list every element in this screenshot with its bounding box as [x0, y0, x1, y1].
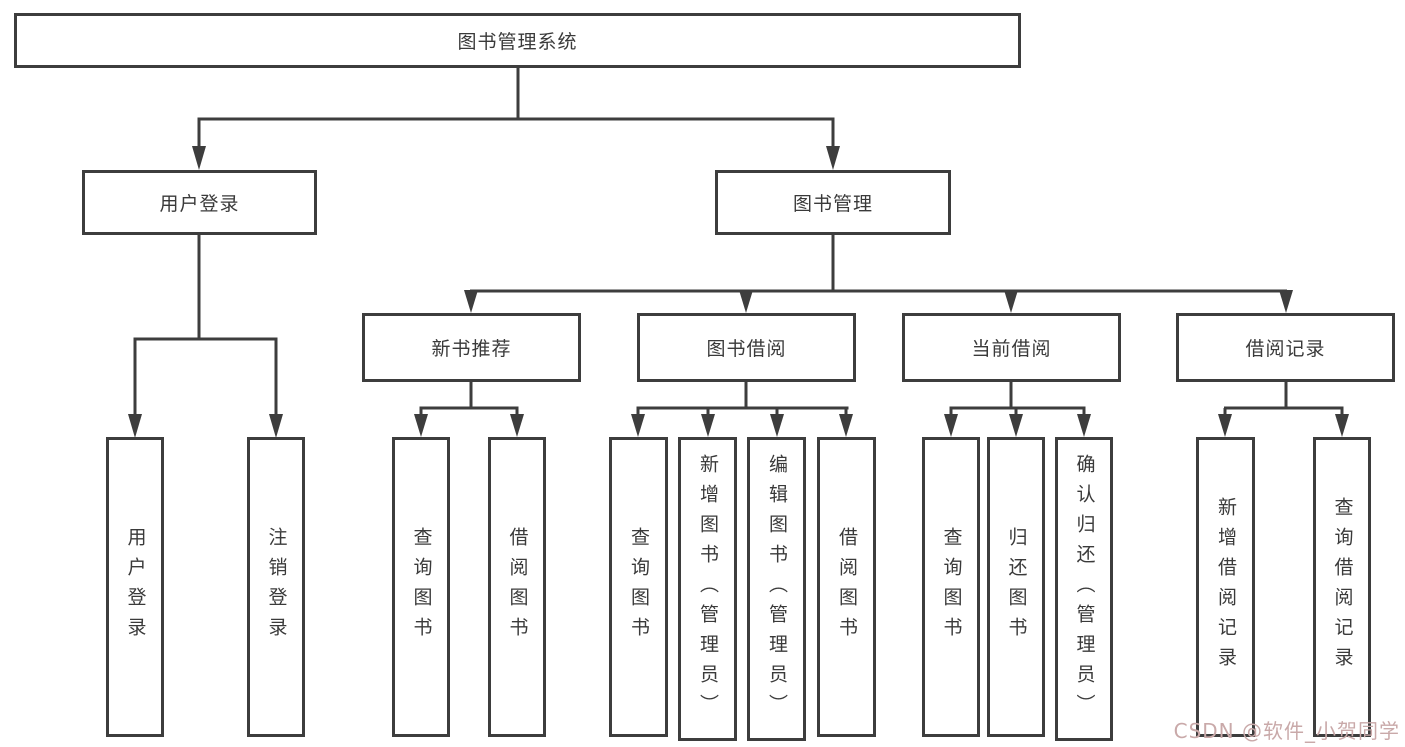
connector-root-to-level2	[192, 68, 840, 170]
node-book-management: 图书管理	[715, 170, 951, 235]
node-new-book-recommend: 新书推荐	[362, 313, 581, 382]
arrowhead-icon	[944, 414, 958, 437]
arrowhead-icon	[128, 414, 142, 438]
node-label: 查询图书	[410, 527, 433, 647]
node-label: 查询借阅记录	[1331, 497, 1354, 677]
connector-new-book-to-leaves	[414, 382, 524, 437]
arrowhead-icon	[1279, 290, 1293, 313]
node-label: 新增图书（管理员）	[697, 454, 719, 724]
node-label: 图书管理系统	[457, 31, 578, 53]
leaf-edit-books-admin: 编辑图书（管理员）	[747, 437, 806, 741]
connector-book-borrow-to-leaves	[631, 382, 853, 437]
node-label: 确认归还（管理员）	[1073, 454, 1096, 724]
arrowhead-icon	[631, 414, 645, 437]
leaf-query-books-2: 查询图书	[609, 437, 668, 737]
node-label: 当前借阅	[971, 338, 1052, 360]
csdn-watermark: CSDN @软件_小贺同学	[1173, 719, 1400, 743]
arrowhead-icon	[1009, 414, 1023, 437]
node-borrow-records: 借阅记录	[1176, 313, 1395, 382]
leaf-borrow-books-2: 借阅图书	[817, 437, 876, 737]
leaf-borrow-books-1: 借阅图书	[488, 437, 546, 737]
arrowhead-icon	[269, 414, 283, 438]
arrowhead-icon	[826, 146, 840, 170]
leaf-query-books-3: 查询图书	[922, 437, 980, 737]
connector-borrow-records-to-leaves	[1218, 382, 1349, 437]
arrowhead-icon	[1004, 290, 1018, 313]
node-label: 图书管理	[792, 193, 873, 215]
leaf-return-books: 归还图书	[987, 437, 1045, 737]
leaf-query-borrow-record: 查询借阅记录	[1313, 437, 1371, 737]
node-label: 新增借阅记录	[1215, 497, 1237, 677]
connector-book-mgmt-to-level3	[464, 235, 1293, 313]
arrowhead-icon	[1077, 414, 1091, 437]
node-label: 用户登录	[159, 193, 240, 215]
leaf-add-borrow-record: 新增借阅记录	[1196, 437, 1255, 737]
leaf-query-books-1: 查询图书	[392, 437, 450, 737]
leaf-add-books-admin: 新增图书（管理员）	[678, 437, 737, 741]
connector-user-login-to-leaves	[128, 235, 283, 438]
node-label: 新书推荐	[431, 338, 512, 360]
arrowhead-icon	[839, 414, 853, 437]
node-label: 归还图书	[1005, 527, 1028, 647]
node-current-borrow: 当前借阅	[902, 313, 1121, 382]
node-label: 查询图书	[628, 527, 650, 647]
arrowhead-icon	[510, 414, 524, 437]
arrowhead-icon	[770, 414, 784, 437]
arrowhead-icon	[701, 414, 715, 437]
arrowhead-icon	[1218, 414, 1232, 437]
node-label: 借阅图书	[506, 527, 529, 647]
node-label: 借阅图书	[836, 527, 858, 647]
arrowhead-icon	[464, 290, 478, 313]
node-label: 注销登录	[265, 527, 288, 647]
node-label: 查询图书	[940, 527, 963, 647]
arrowhead-icon	[192, 146, 206, 170]
arrowhead-icon	[414, 414, 428, 437]
node-user-login: 用户登录	[82, 170, 317, 235]
node-label: 图书借阅	[706, 338, 787, 360]
node-book-borrow: 图书借阅	[637, 313, 856, 382]
leaf-logout: 注销登录	[247, 437, 305, 737]
leaf-user-login: 用户登录	[106, 437, 164, 737]
node-library-management-system: 图书管理系统	[14, 13, 1021, 68]
arrowhead-icon	[739, 290, 753, 313]
node-label: 借阅记录	[1245, 338, 1326, 360]
leaf-confirm-return-admin: 确认归还（管理员）	[1055, 437, 1113, 741]
arrowhead-icon	[1335, 414, 1349, 437]
node-label: 用户登录	[124, 527, 147, 647]
connector-current-borrow-to-leaves	[944, 382, 1091, 437]
node-label: 编辑图书（管理员）	[766, 454, 788, 724]
